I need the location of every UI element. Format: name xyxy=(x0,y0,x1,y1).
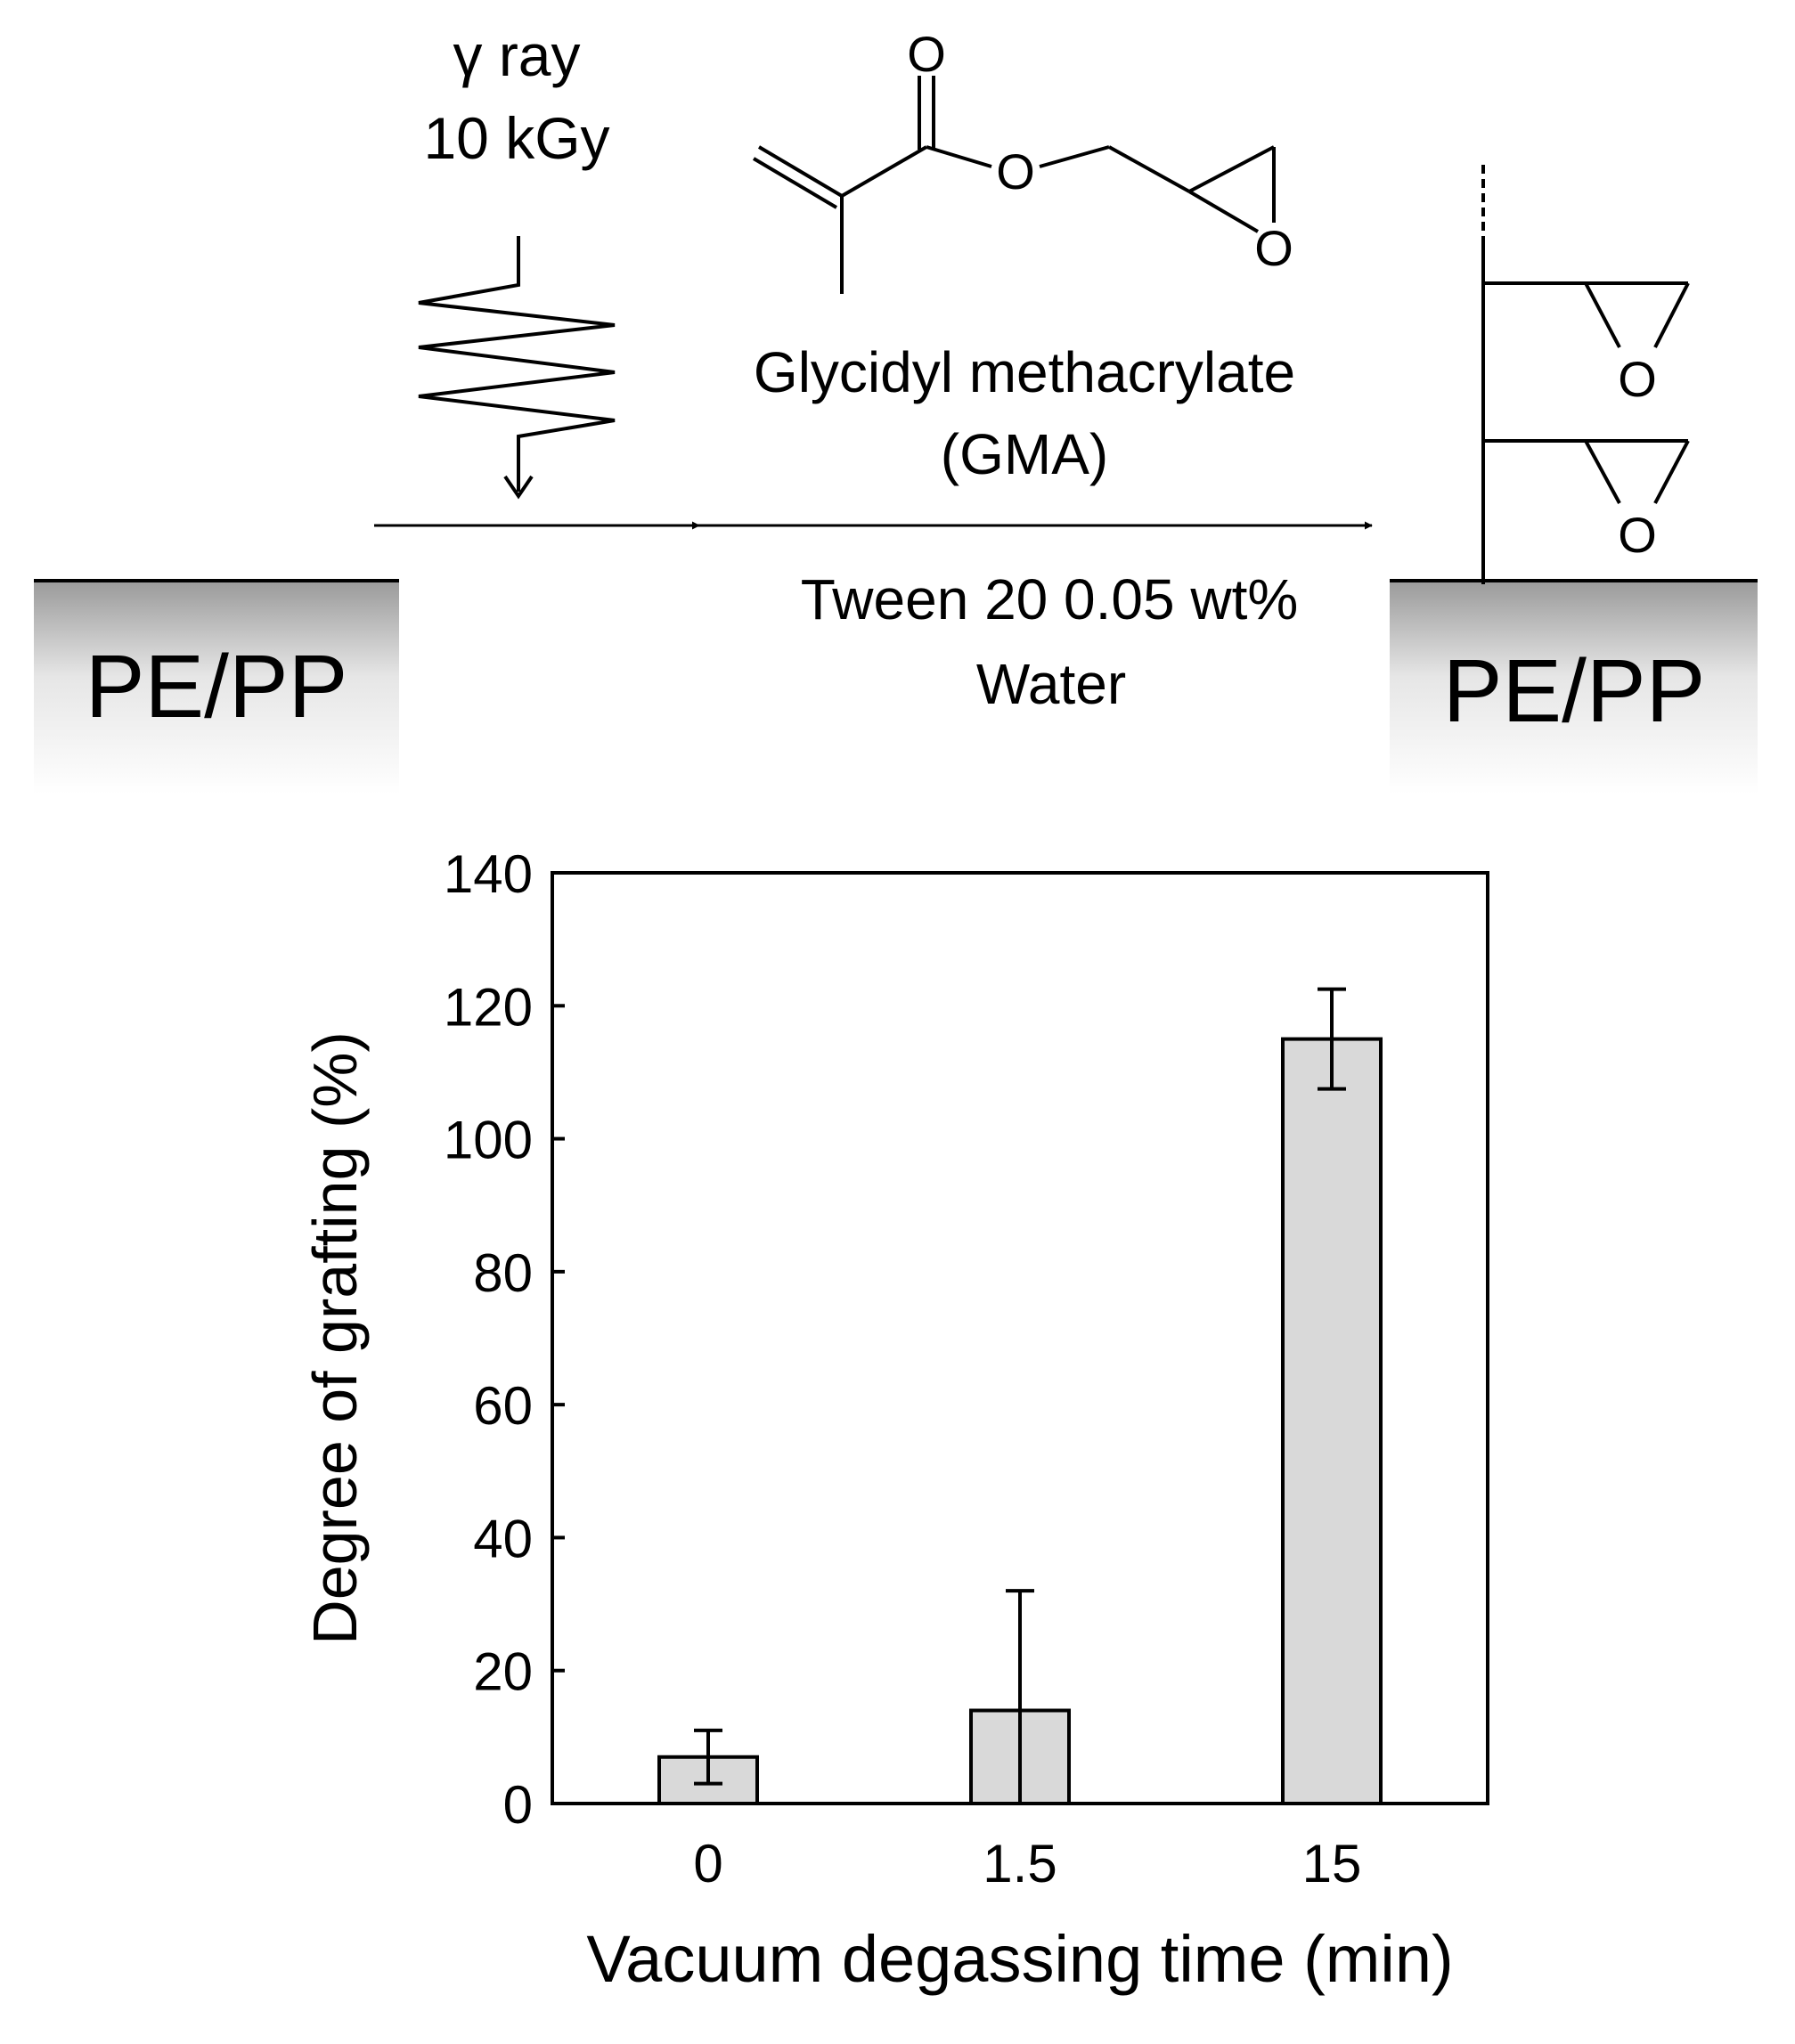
gma-epoxide-oxygen: O xyxy=(1254,220,1293,276)
y-axis-label: Degree of grafting (%) xyxy=(300,1031,370,1645)
substrate-left: PE/PP xyxy=(34,579,399,794)
y-tick-label: 80 xyxy=(473,1243,533,1303)
error-bars xyxy=(694,987,1346,1804)
condition-solvent: Water xyxy=(976,652,1126,716)
condition-surfactant: Tween 20 0.05 wt% xyxy=(801,567,1299,631)
y-tick-label: 100 xyxy=(444,1111,533,1170)
radiation-label: γ ray xyxy=(453,22,580,88)
radiation-zigzag-icon xyxy=(418,236,616,492)
y-tick-label: 140 xyxy=(444,844,533,904)
substrate-left-label: PE/PP xyxy=(86,637,348,737)
x-axis: 0 1.5 15 xyxy=(693,1834,1361,1893)
dose-label: 10 kGy xyxy=(423,105,609,171)
grafted-chain-icon xyxy=(1481,165,1690,584)
y-tick-label: 120 xyxy=(444,977,533,1037)
substrate-right-block xyxy=(1390,581,1758,794)
x-axis-label: Vacuum degassing time (min) xyxy=(586,1922,1453,1996)
y-axis: 0 20 40 60 80 100 120 140 xyxy=(444,844,565,1835)
graft-epoxide-oxygen-1: O xyxy=(1618,351,1657,407)
error-bar xyxy=(1006,1589,1034,1804)
reaction-scheme: PE/PP PE/PP γ ray 10 kGy xyxy=(34,22,1758,794)
y-tick-label: 40 xyxy=(473,1509,533,1568)
radiation-arrow-icon xyxy=(503,475,534,500)
monomer-name: Glycidyl methacrylate xyxy=(754,340,1295,404)
substrate-right-label: PE/PP xyxy=(1443,641,1706,741)
error-bar xyxy=(1318,987,1346,1091)
x-tick-label: 1.5 xyxy=(983,1834,1057,1893)
y-tick-label: 0 xyxy=(503,1775,533,1835)
monomer-abbrev: (GMA) xyxy=(941,422,1108,486)
bar-chart: 0 20 40 60 80 100 120 140 0 1.5 15 Degree of graf… xyxy=(300,844,1489,1996)
gma-ester-oxygen: O xyxy=(996,143,1035,200)
x-tick-label: 0 xyxy=(693,1834,722,1893)
y-tick-label: 60 xyxy=(473,1376,533,1436)
substrate-right: PE/PP xyxy=(1390,579,1758,794)
bar xyxy=(1281,1037,1383,1806)
gma-carbonyl-oxygen: O xyxy=(907,26,946,82)
error-bar xyxy=(694,1728,722,1786)
graft-epoxide-oxygen-2: O xyxy=(1618,507,1657,563)
y-tick-label: 20 xyxy=(473,1642,533,1702)
substrate-left-block xyxy=(34,581,399,794)
gma-structure-icon xyxy=(752,76,1276,294)
x-tick-label: 15 xyxy=(1302,1834,1362,1893)
